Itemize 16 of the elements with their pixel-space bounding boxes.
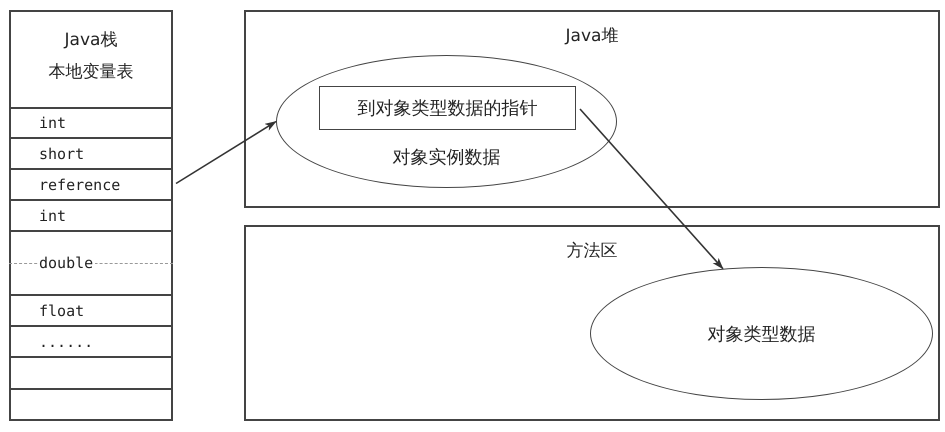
- pointer-box: [319, 86, 576, 130]
- memory-area-box: [244, 225, 940, 421]
- ellipse-label: 对象类型数据: [708, 322, 816, 346]
- pointer-label: 到对象类型数据的指针: [358, 97, 538, 120]
- stack-heading: Java栈: [64, 29, 118, 52]
- arrow: [176, 120, 277, 184]
- stack-heading: 本地变量表: [48, 61, 134, 84]
- data-ellipse: [590, 267, 933, 400]
- area-title: 方法区: [566, 240, 618, 263]
- arrow: [579, 108, 724, 270]
- stack-frame-box: [9, 10, 173, 421]
- data-ellipse: [276, 55, 617, 188]
- slot-type-label: reference: [39, 176, 122, 194]
- memory-area-box: [244, 10, 940, 208]
- ellipse-label: 对象实例数据: [392, 146, 500, 169]
- area-title: Java堆: [566, 25, 618, 48]
